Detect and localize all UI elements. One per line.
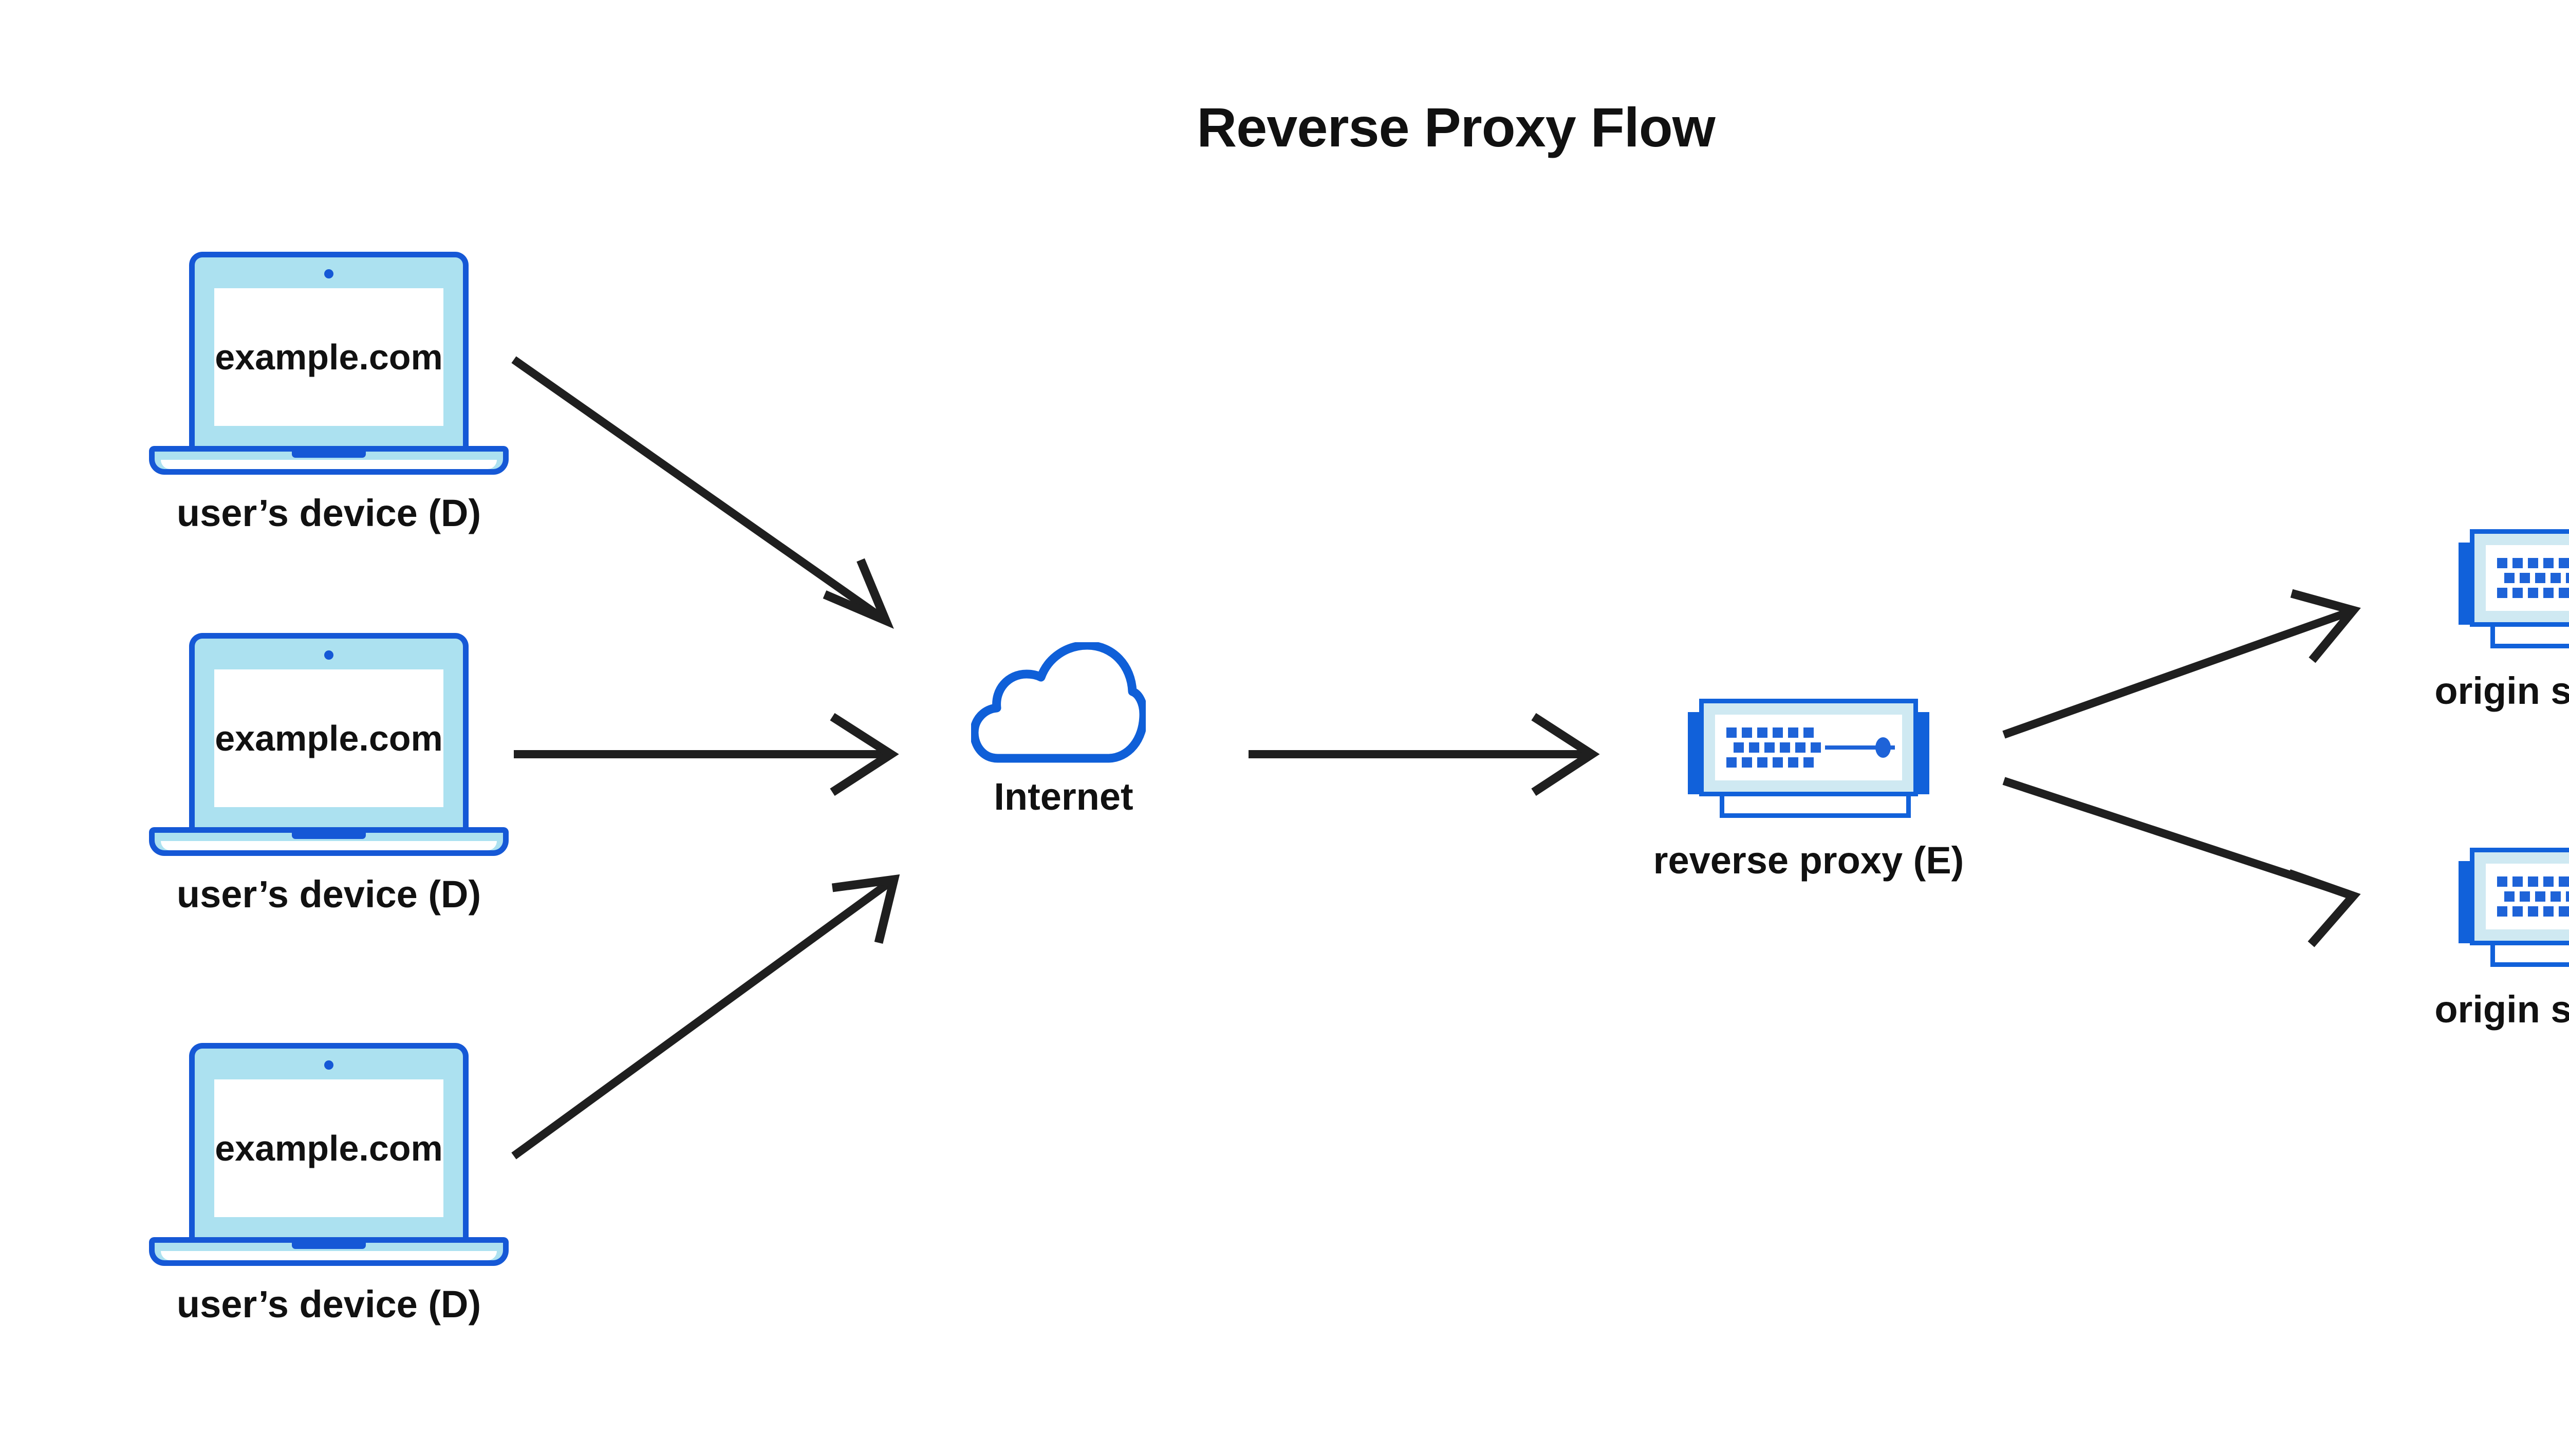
laptop-notch [292,1242,366,1249]
server-vent-dots [2497,876,2569,917]
server-icon [2459,843,2569,971]
webcam-icon [324,650,333,660]
edge-client3-internet [511,874,900,1160]
edge-proxy-origin1 [2002,589,2361,739]
server-led-icon [1875,737,1891,758]
edge-internet-proxy [1249,713,1600,796]
laptop-screen: example.com [214,288,443,426]
reverse-proxy-node: reverse proxy (E) [1613,694,2004,909]
laptop-base-edge [161,1251,497,1260]
laptop-screen: example.com [214,1079,443,1217]
laptop-base-edge [161,841,497,850]
laptop-base [149,827,509,856]
server-body [2470,848,2569,945]
laptop-lid: example.com [189,633,469,833]
server-icon [2459,524,2569,652]
server-body [1699,699,1918,796]
origin-server-label-1: origin server (F) [2434,669,2569,712]
laptop-base-edge [161,460,497,469]
server-status-bar [1825,745,1895,750]
edge-client1-internet [511,356,894,629]
webcam-icon [324,269,333,278]
laptop-notch [292,832,366,839]
origin-server-node-1: origin server (F) [2384,524,2569,740]
server-vent-dots [1726,727,1821,768]
server-body [2470,529,2569,627]
server-shelf [2490,943,2569,967]
edge-client2-internet [514,713,899,796]
server-shelf [2490,625,2569,648]
laptop-notch [292,451,366,458]
laptop-lid: example.com [189,252,469,452]
server-icon [1688,694,1929,822]
client-node-3: example.com user’s device (D) [149,1043,509,1331]
internet-node: Internet [920,642,1207,858]
laptop-icon: example.com [149,1043,509,1266]
laptop-screen: example.com [214,669,443,807]
server-shelf [1720,794,1911,818]
client-label-1: user’s device (D) [176,492,481,534]
origin-server-node-2: origin server (F) [2384,843,2569,1058]
cloud-icon [971,642,1146,766]
server-panel [2486,864,2569,929]
client-label-3: user’s device (D) [176,1283,481,1326]
laptop-lid: example.com [189,1043,469,1243]
server-vent-dots [2497,558,2569,598]
laptop-icon: example.com [149,252,509,475]
browser-url-text: example.com [215,718,443,758]
webcam-icon [324,1060,333,1070]
browser-url-text: example.com [215,337,443,377]
browser-url-text: example.com [215,1128,443,1168]
server-panel [1715,715,1902,780]
client-label-2: user’s device (D) [176,873,481,916]
reverse-proxy-label: reverse proxy (E) [1653,839,1964,882]
laptop-base [149,446,509,475]
internet-label: Internet [994,775,1133,818]
client-node-1: example.com user’s device (D) [149,252,509,539]
laptop-icon: example.com [149,633,509,856]
server-panel [2486,545,2569,611]
laptop-base [149,1237,509,1266]
page-title: Reverse Proxy Flow [1197,96,1715,158]
edge-proxy-origin2 [2002,777,2361,947]
origin-server-label-2: origin server (F) [2434,988,2569,1031]
client-node-2: example.com user’s device (D) [149,633,509,921]
